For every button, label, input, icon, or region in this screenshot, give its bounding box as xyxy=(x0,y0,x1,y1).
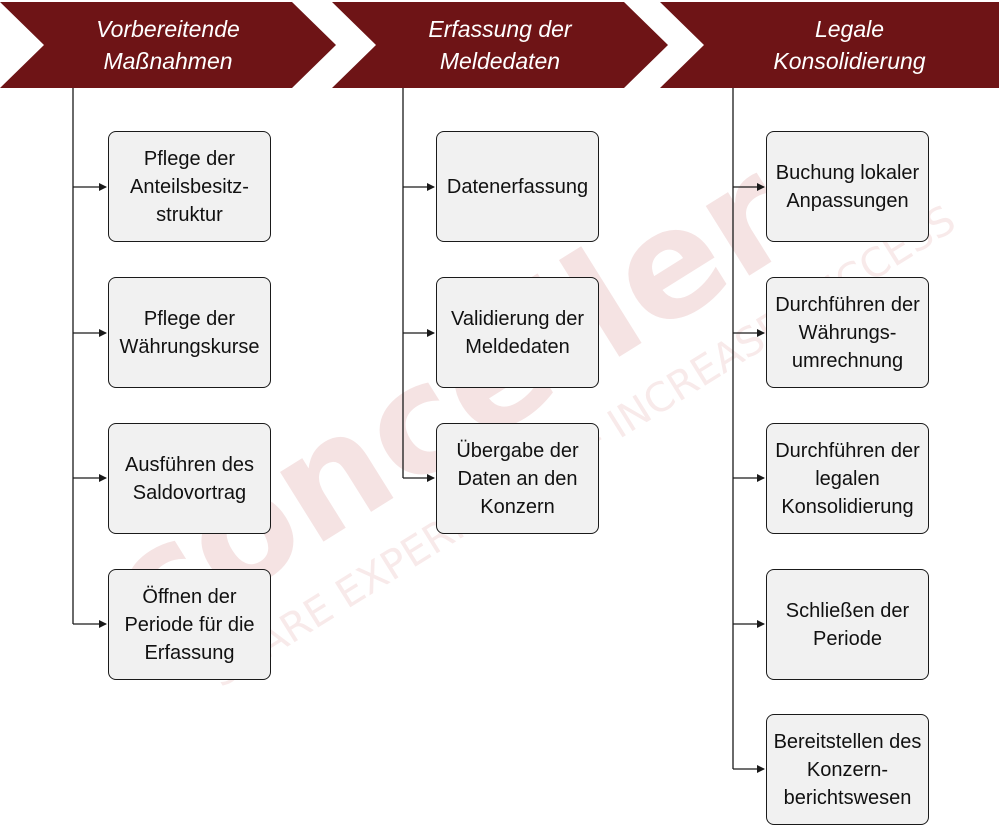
step-box: Schließen der Periode xyxy=(766,569,929,680)
step-box: Bereitstellen des Konzern- berichtswesen xyxy=(766,714,929,825)
step-box: Pflege der Währungskurse xyxy=(108,277,271,388)
phase-title-1: Vorbereitende Maßnahmen xyxy=(96,16,240,74)
phase-header-2: Erfassung der Meldedaten xyxy=(332,2,668,88)
step-box: Pflege der Anteilsbesitz- struktur xyxy=(108,131,271,242)
phase-header-3: Legale Konsolidierung xyxy=(660,2,999,88)
phase-header-1: Vorbereitende Maßnahmen xyxy=(0,2,336,88)
step-box: Datenerfassung xyxy=(436,131,599,242)
step-box: Durchführen der legalen Konsolidierung xyxy=(766,423,929,534)
phase-title-2: Erfassung der Meldedaten xyxy=(428,16,572,74)
phase-title-3: Legale Konsolidierung xyxy=(773,16,926,74)
step-box: Validierung der Meldedaten xyxy=(436,277,599,388)
step-box: Übergabe der Daten an den Konzern xyxy=(436,423,599,534)
step-box: Ausführen des Saldovortrag xyxy=(108,423,271,534)
step-box: Öffnen der Periode für die Erfassung xyxy=(108,569,271,680)
step-box: Durchführen der Währungs- umrechnung xyxy=(766,277,929,388)
step-box: Buchung lokaler Anpassungen xyxy=(766,131,929,242)
